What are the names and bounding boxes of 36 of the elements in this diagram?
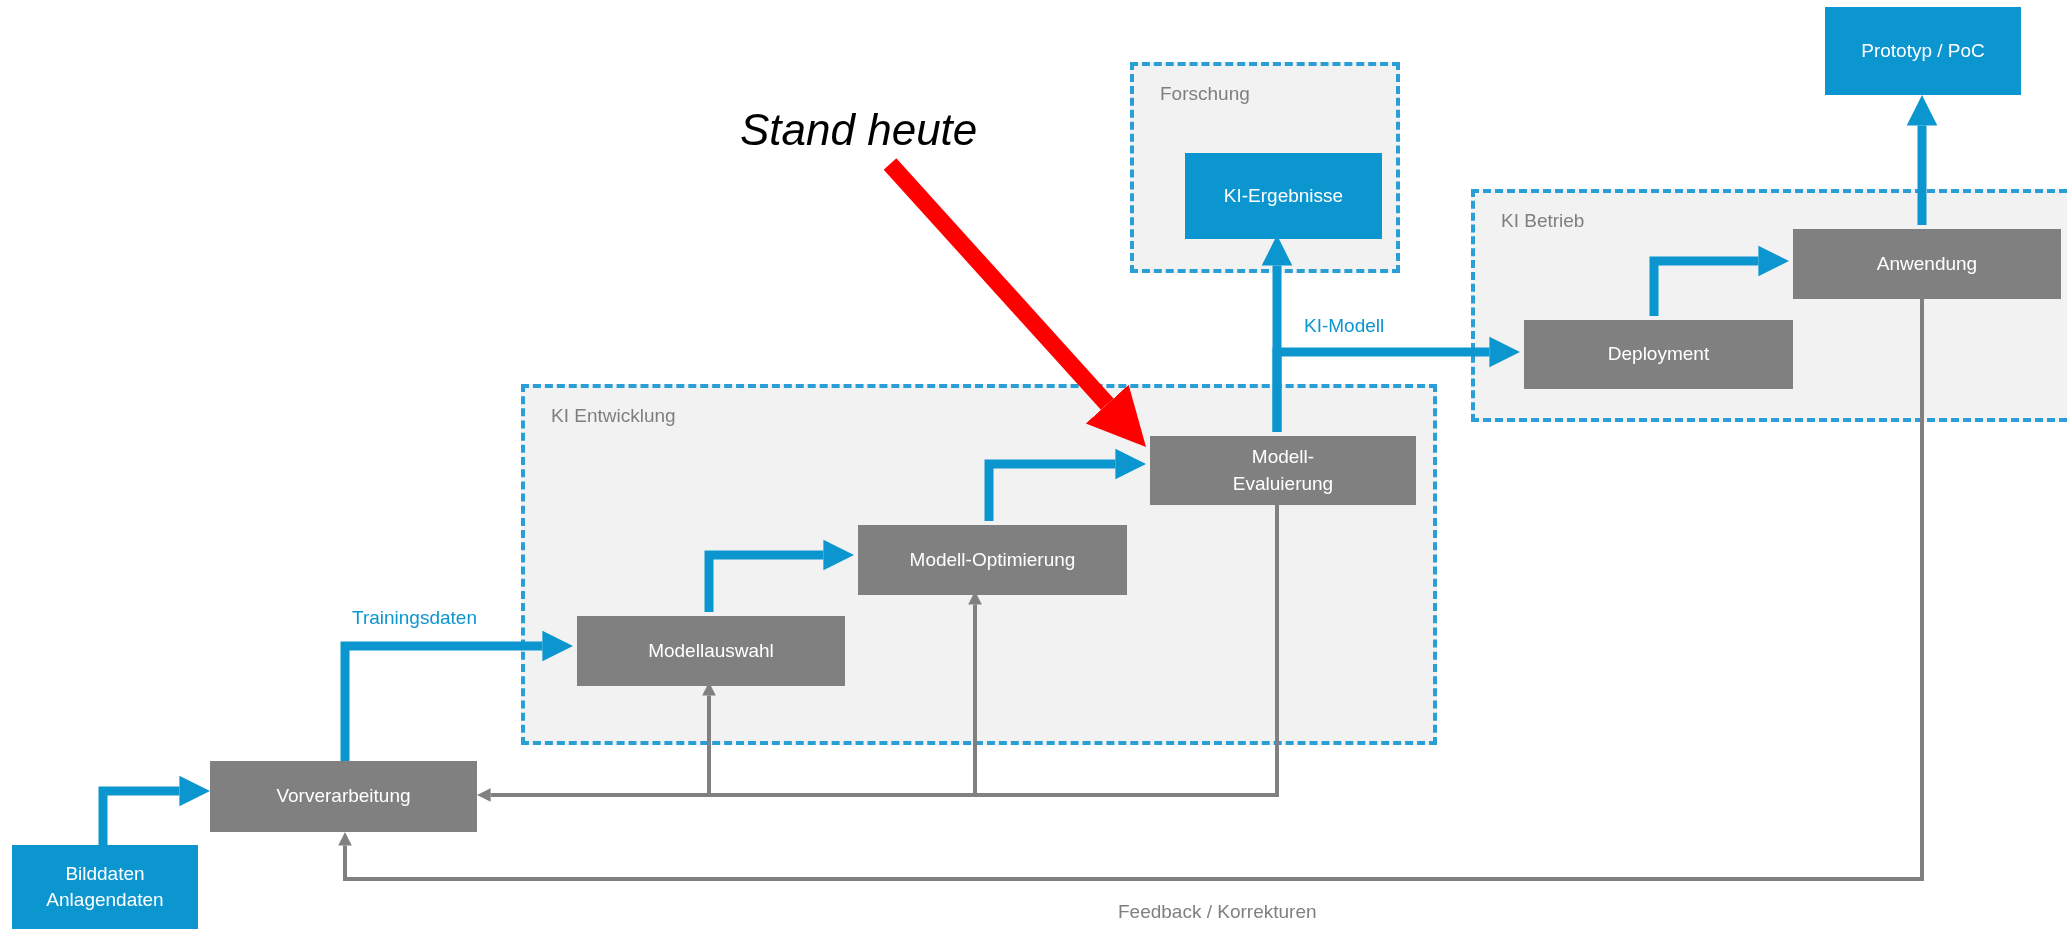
group-title: KI Entwicklung — [551, 404, 676, 428]
dashed-group-panel — [521, 384, 1437, 745]
arrow — [98, 775, 210, 845]
arrow — [1649, 245, 1789, 316]
dashed-group-panel — [1471, 189, 2067, 422]
dashed-group-panel — [1130, 62, 1400, 273]
process-box — [1524, 320, 1793, 389]
arrow — [1906, 95, 1938, 225]
process-box — [1150, 436, 1416, 505]
arrow — [704, 539, 854, 612]
box-label: Vorverarbeitung — [276, 784, 411, 809]
edge-label: KI-Modell — [1304, 314, 1385, 338]
arrow — [1272, 336, 1520, 432]
group-title: KI Betrieb — [1501, 209, 1585, 233]
output-box — [1185, 153, 1382, 239]
box-label: Deployment — [1607, 342, 1710, 367]
box-label: KI-Ergebnisse — [1223, 183, 1344, 208]
arrow — [883, 158, 1146, 447]
group-title: Forschung — [1160, 82, 1250, 106]
edge-label: Feedback / Korrekturen — [1118, 900, 1317, 924]
box-label: Modell-Evaluierung — [1231, 445, 1335, 496]
arrow — [984, 448, 1146, 521]
edge-label: Trainingsdaten — [352, 606, 477, 630]
callout-text: Stand heute — [740, 108, 990, 164]
process-box — [1793, 229, 2061, 299]
box-label: Prototyp / PoC — [1861, 38, 1985, 63]
box-label: Modellauswahl — [648, 638, 774, 663]
process-box — [210, 761, 477, 832]
output-box — [12, 845, 198, 929]
output-box — [1825, 7, 2021, 95]
process-box — [577, 616, 845, 686]
box-label: Bilddaten Anlagendaten — [45, 861, 165, 912]
process-box — [858, 525, 1127, 595]
arrow — [340, 630, 573, 761]
box-label: Modell-Optimierung — [909, 547, 1076, 572]
box-label: Anwendung — [1876, 251, 1978, 276]
